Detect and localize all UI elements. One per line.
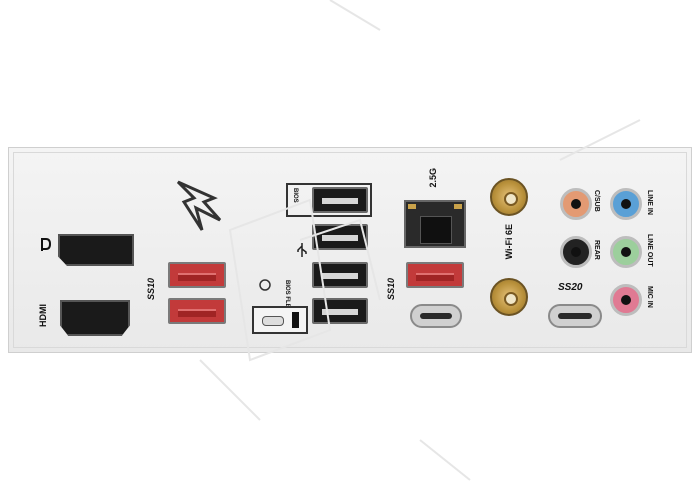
ethernet-port[interactable] [404, 200, 466, 248]
lan-speed-label: 2.5G [428, 168, 438, 188]
usb-port-bios[interactable] [312, 187, 368, 213]
bios-button-switch [262, 316, 284, 326]
usb-port-red-top-left[interactable] [168, 262, 226, 288]
ethernet-led-left [408, 204, 416, 209]
ss20-label: SS20 [558, 282, 583, 293]
audio-jack-mic-in[interactable] [610, 284, 642, 316]
usb-port-black-2[interactable] [312, 224, 368, 250]
displayport[interactable] [58, 234, 134, 266]
audio-jack-line-in[interactable] [610, 188, 642, 220]
line-out-label: LINE OUT [646, 234, 653, 267]
wifi-antenna-connector-top[interactable] [490, 178, 528, 216]
bios-button-led [292, 312, 299, 328]
ss10-left-label: SS10 [146, 278, 156, 301]
usb-port-black-4[interactable] [312, 298, 368, 324]
plate-border [13, 152, 687, 348]
usb-c-port-20g[interactable] [548, 304, 602, 328]
rog-logo-icon [176, 180, 222, 231]
ss10-mid-label: SS10 [386, 278, 396, 301]
flashback-icon [259, 279, 271, 291]
rear-label: REAR [593, 240, 600, 260]
usb-port-black-3[interactable] [312, 262, 368, 288]
wifi-label: Wi-Fi 6E [504, 224, 514, 260]
mic-in-label: MIC IN [646, 286, 653, 308]
usb-port-red-bottom-left[interactable] [168, 298, 226, 324]
usb-icon [297, 243, 307, 257]
bios-box-label: BIOS [292, 188, 298, 203]
bios-flashback-button[interactable] [252, 306, 308, 334]
audio-jack-csub[interactable] [560, 188, 592, 220]
line-in-label: LINE IN [646, 190, 653, 215]
audio-jack-rear[interactable] [560, 236, 592, 268]
hdmi-port[interactable] [60, 300, 130, 336]
ethernet-socket [420, 216, 452, 244]
csub-label: C/SUB [593, 190, 600, 212]
usb-port-red-right[interactable] [406, 262, 464, 288]
usb-c-port-1[interactable] [410, 304, 462, 328]
displayport-icon [41, 238, 52, 251]
hdmi-label: HDMI [38, 304, 48, 327]
audio-jack-line-out[interactable] [610, 236, 642, 268]
ethernet-led-right [454, 204, 462, 209]
wifi-antenna-connector-bottom[interactable] [490, 278, 528, 316]
